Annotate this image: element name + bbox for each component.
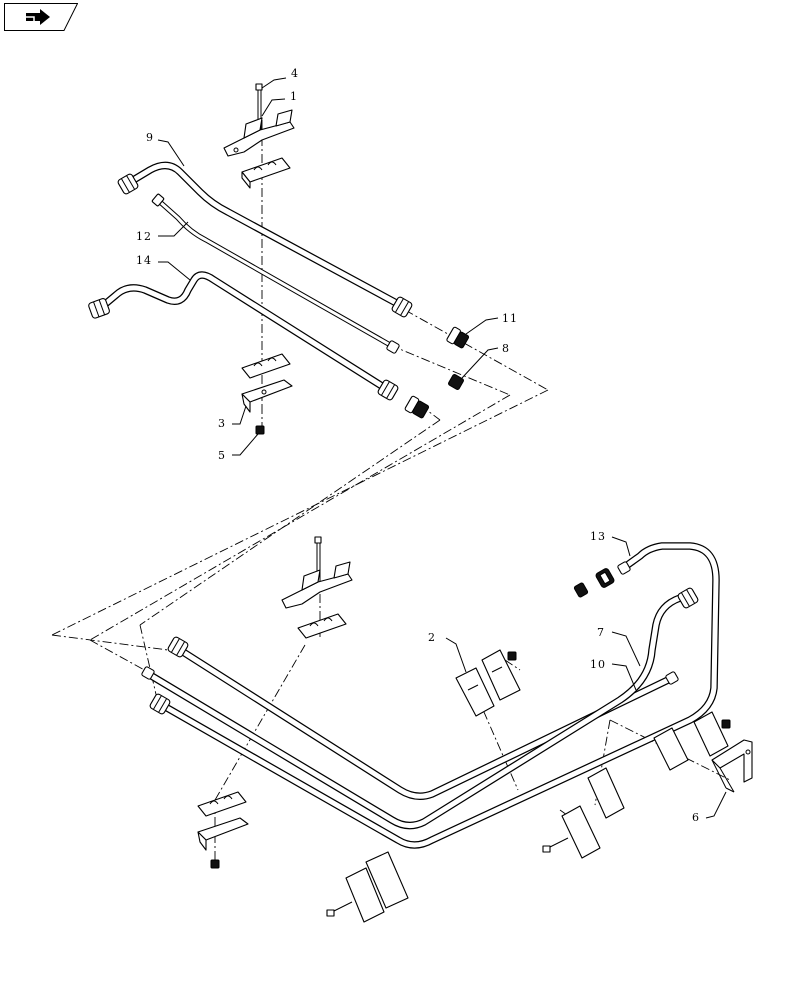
clamp-block-left-low — [197, 791, 247, 817]
clamp-block-upper — [241, 157, 291, 189]
tube-9 — [117, 161, 413, 318]
fitting-8 — [448, 374, 464, 390]
clamp-plate-1 — [223, 109, 295, 157]
callout-14: 14 — [136, 254, 152, 267]
clamp-plate-left-low — [197, 817, 249, 851]
tube-12 — [151, 193, 400, 354]
bracket-6 — [711, 739, 753, 793]
clamp-mid-right — [542, 767, 625, 859]
callout-13: 13 — [590, 530, 606, 543]
fitting-lower-nut — [595, 568, 615, 588]
callout-6: 6 — [692, 811, 700, 824]
callout-3: 3 — [218, 417, 226, 430]
clamp-bottom — [326, 851, 409, 923]
callout-10: 10 — [590, 658, 606, 671]
tube-10 — [167, 636, 679, 800]
centerlines — [51, 120, 731, 865]
clamp-block-mid — [297, 613, 347, 639]
callout-8: 8 — [502, 342, 510, 355]
tube-13 — [149, 542, 720, 849]
fitting-unlabeled — [404, 395, 430, 419]
nut-left-low — [210, 859, 220, 869]
callout-11: 11 — [502, 312, 518, 325]
tube-14 — [88, 271, 399, 401]
nut-5 — [255, 425, 265, 435]
nav-button[interactable] — [4, 3, 78, 31]
callout-5: 5 — [218, 449, 226, 462]
callout-7: 7 — [597, 626, 605, 639]
fitting-lower-sleeve — [573, 582, 589, 598]
clamp-plate-lower — [281, 561, 353, 609]
callout-12: 12 — [136, 230, 152, 243]
clamp-2 — [455, 649, 521, 717]
fitting-11 — [446, 326, 470, 349]
callout-4: 4 — [291, 67, 299, 80]
page-turn-arrow-icon — [26, 9, 50, 25]
clamp-block-lower — [241, 353, 291, 379]
callout-leaders — [157, 77, 727, 819]
callout-9: 9 — [146, 131, 154, 144]
callout-2: 2 — [428, 631, 436, 644]
callout-labels: 4 1 9 12 14 11 8 3 5 13 2 7 10 6 — [136, 67, 700, 824]
clamp-right-pair — [653, 711, 731, 771]
clamp-plate-3 — [241, 379, 293, 413]
tube-7 — [141, 587, 699, 830]
callout-1: 1 — [290, 90, 298, 103]
